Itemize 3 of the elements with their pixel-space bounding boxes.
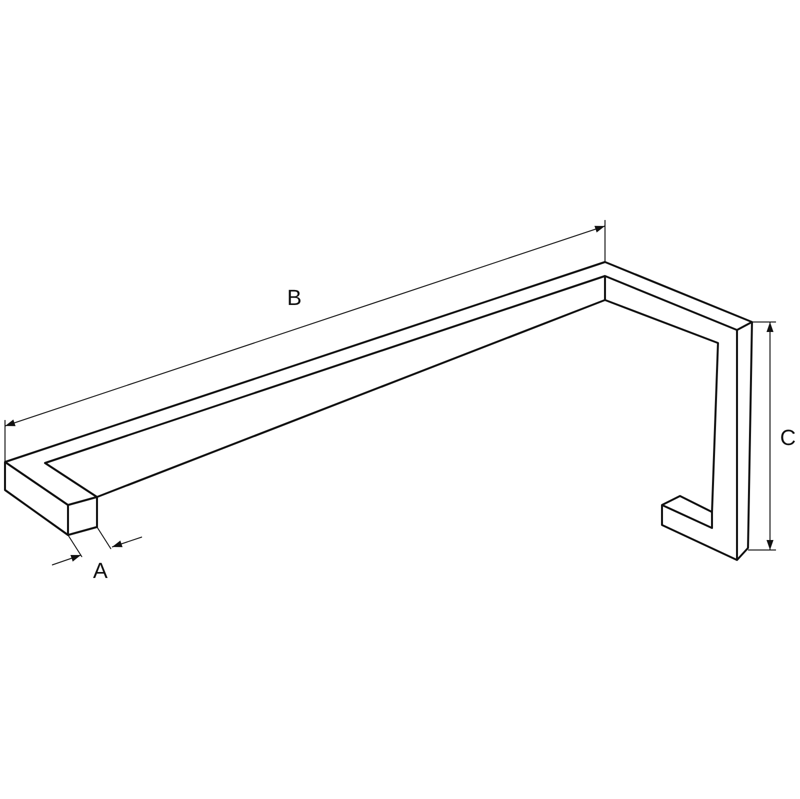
dimension-label: A	[93, 560, 108, 582]
dimension-label: C	[780, 427, 796, 449]
dimension-label: B	[287, 287, 302, 309]
